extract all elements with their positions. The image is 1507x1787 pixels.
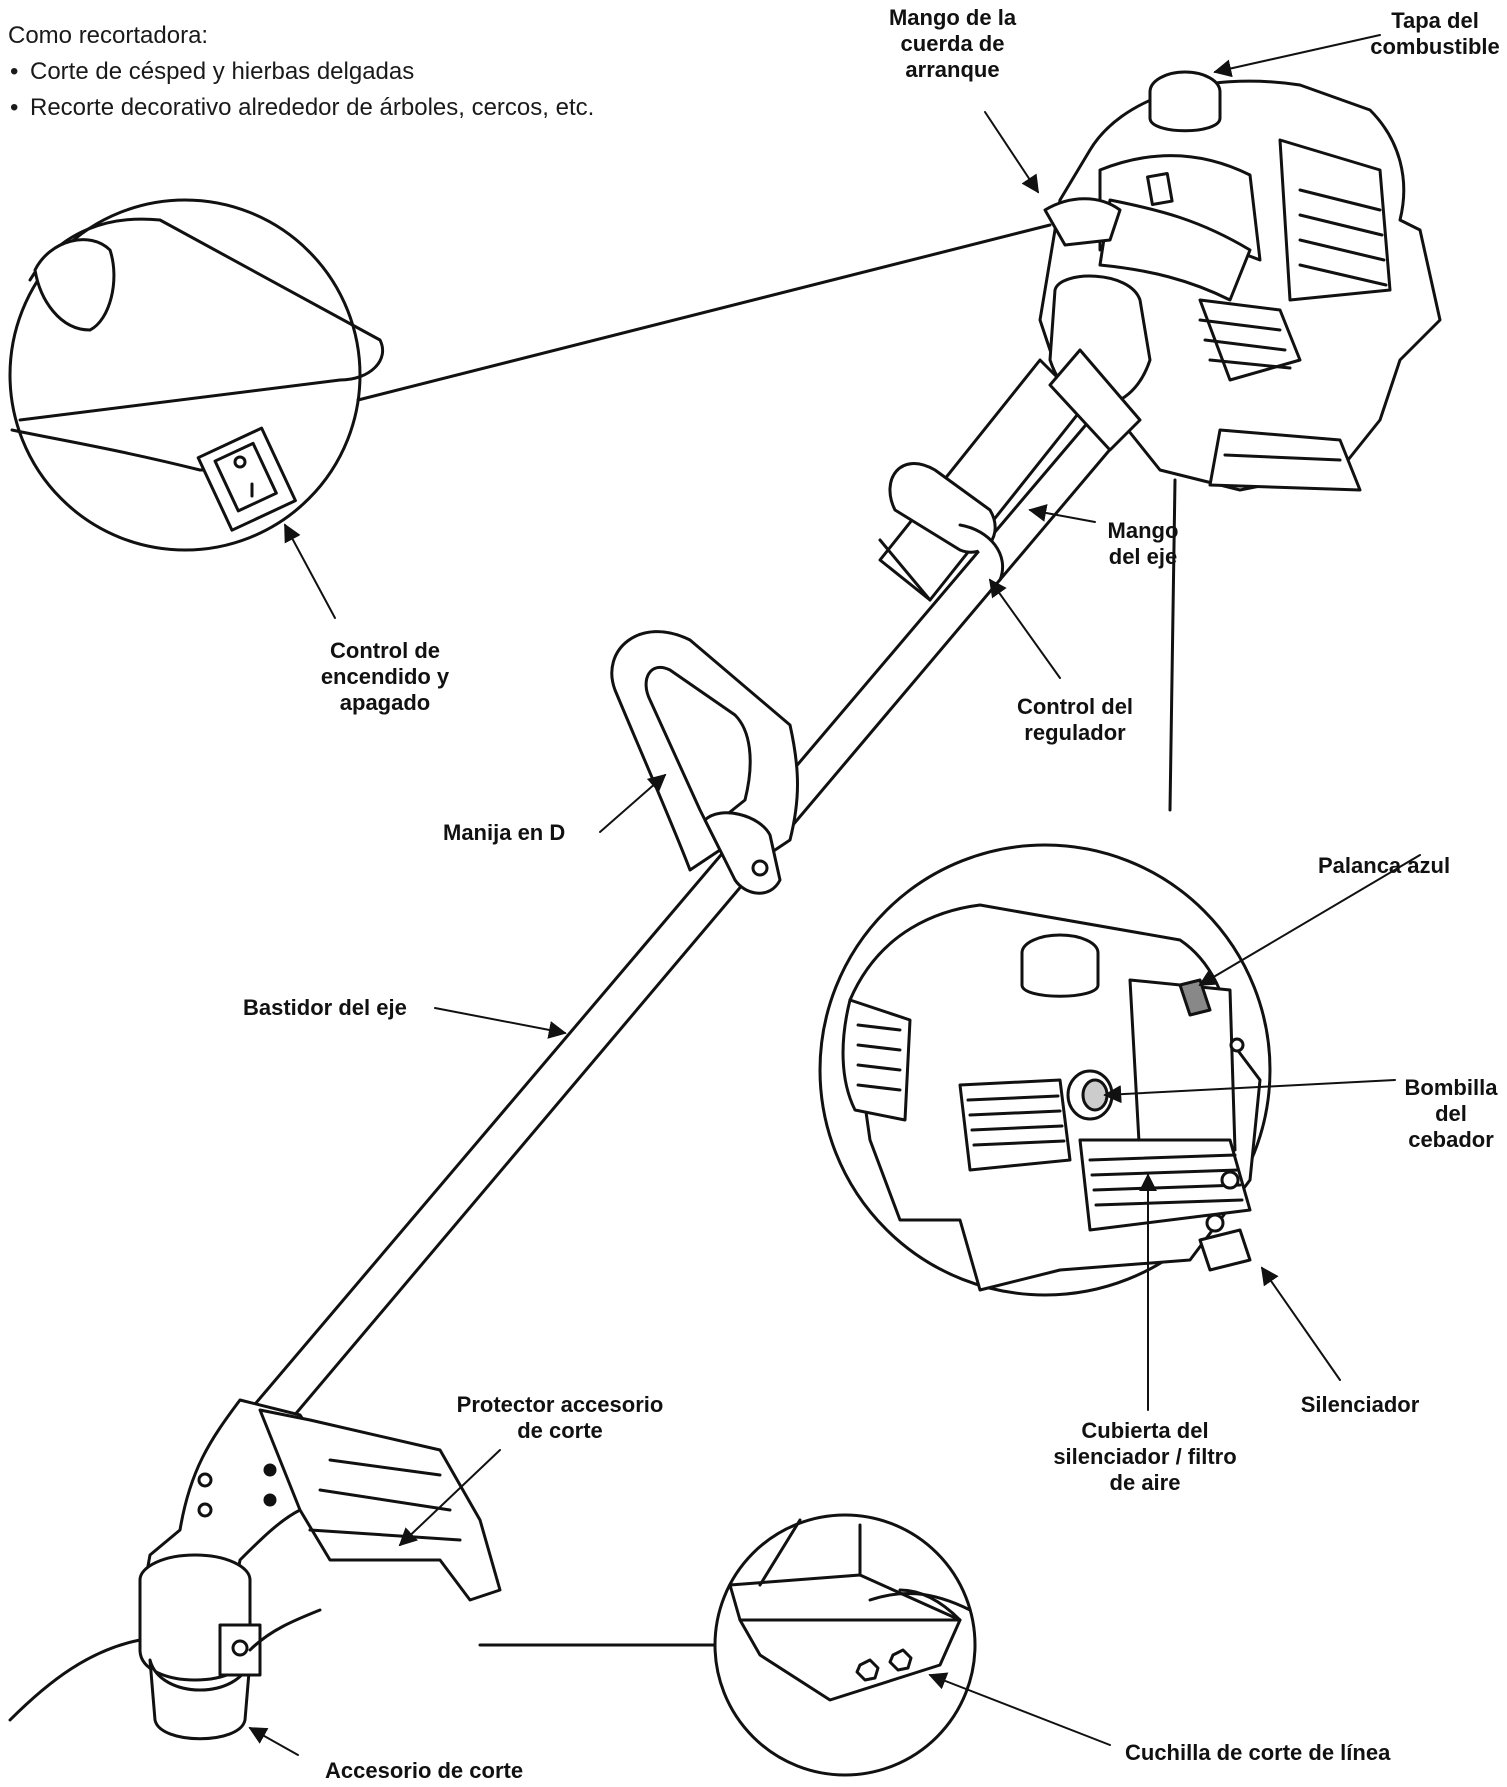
label-starter-handle: Mango de la cuerda de arranque (888, 5, 1017, 82)
label-shaft-housing: Bastidor del eje (243, 995, 407, 1020)
arrow-on-off (284, 523, 336, 619)
arrow-muffler (1260, 1266, 1341, 1381)
intro-bullets: Corte de césped y hierbas delgadas Recor… (8, 54, 594, 126)
shaft-handle-grip (878, 358, 1087, 602)
arrow-cutting-attachment (248, 1727, 299, 1756)
arrow-line-blade (928, 1672, 1111, 1746)
intro-text: Como recortadora: Corte de césped y hier… (8, 18, 594, 126)
label-muffler-cover-air-filter: Cubierta del silenciador / filtro de air… (1053, 1418, 1237, 1495)
label-on-off-control: Control de encendido y apagado (320, 638, 450, 715)
label-muffler: Silenciador (1300, 1392, 1420, 1417)
arrow-shaft-housing (434, 1007, 567, 1039)
label-cutting-attachment: Accesorio de corte (325, 1758, 524, 1783)
d-handle (610, 630, 799, 895)
label-shaft-handle: Mango del eje (1107, 518, 1179, 569)
label-cutting-guard: Protector accesorio de corte (456, 1392, 664, 1443)
label-primer-bulb: Bombilla del cebador (1404, 1075, 1498, 1152)
arrow-throttle (988, 578, 1061, 679)
detail-leaders (356, 223, 1177, 1647)
label-d-handle: Manija en D (443, 820, 566, 845)
label-blue-lever: Palanca azul (1318, 853, 1451, 878)
intro-bullet: Corte de césped y hierbas delgadas (8, 54, 594, 90)
arrow-fuel-cap (1213, 34, 1381, 78)
arrow-guard (398, 1449, 501, 1547)
arrow-shaft-handle (1028, 504, 1096, 523)
arrow-blue-lever (1198, 854, 1421, 986)
detail-circle-engine (818, 843, 1272, 1297)
label-line-cutting-blade: Cuchilla de corte de línea (1125, 1740, 1391, 1765)
intro-heading: Como recortadora: (8, 22, 209, 49)
cutting-head-assembly (8, 1398, 502, 1741)
arrow-primer-bulb (1103, 1079, 1396, 1104)
label-throttle-control: Control del regulador (1016, 694, 1134, 745)
detail-circle-on-off (8, 198, 384, 552)
label-fuel-cap: Tapa del combustible (1370, 8, 1500, 59)
arrow-starter-handle (984, 111, 1039, 194)
engine-body (1038, 70, 1442, 492)
detail-circle-blade (713, 1513, 977, 1777)
intro-bullet: Recorte decorativo alrededor de árboles,… (8, 90, 594, 126)
arrow-d-handle (599, 773, 667, 833)
